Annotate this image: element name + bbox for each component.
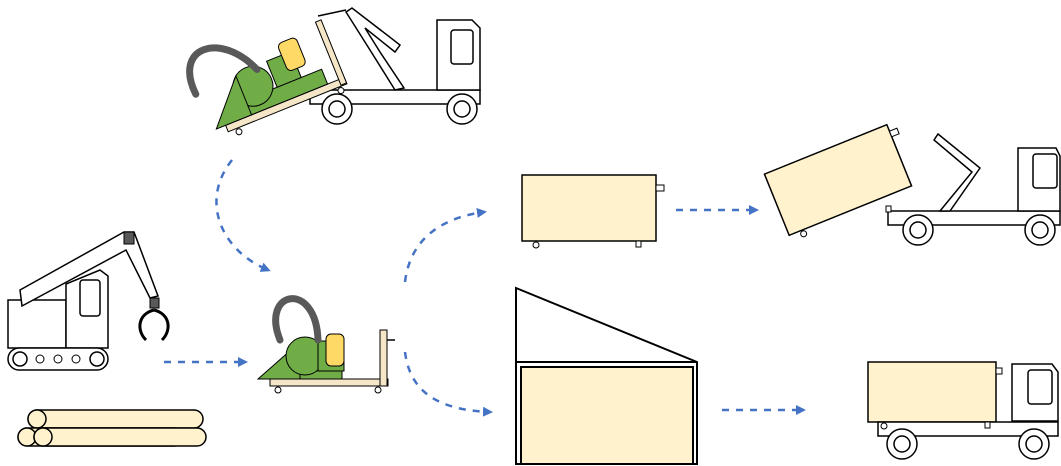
chip-container-icon — [522, 175, 664, 248]
wood-chipper-icon — [258, 299, 395, 393]
box-truck-icon — [868, 362, 1058, 459]
chip-storage-shed-icon — [516, 288, 697, 464]
truck-with-wood-chipper-icon — [181, 5, 480, 145]
flow-arrows — [164, 160, 803, 412]
log-loader-crane-icon — [8, 232, 168, 370]
hook-lift-truck-with-container-icon — [764, 122, 1060, 245]
arrow-chipper-to-shed — [405, 352, 490, 412]
log-pile-icon — [18, 410, 206, 446]
arrow-chipper-to-container — [405, 212, 484, 282]
arrow-truck-to-chipper — [216, 160, 268, 270]
